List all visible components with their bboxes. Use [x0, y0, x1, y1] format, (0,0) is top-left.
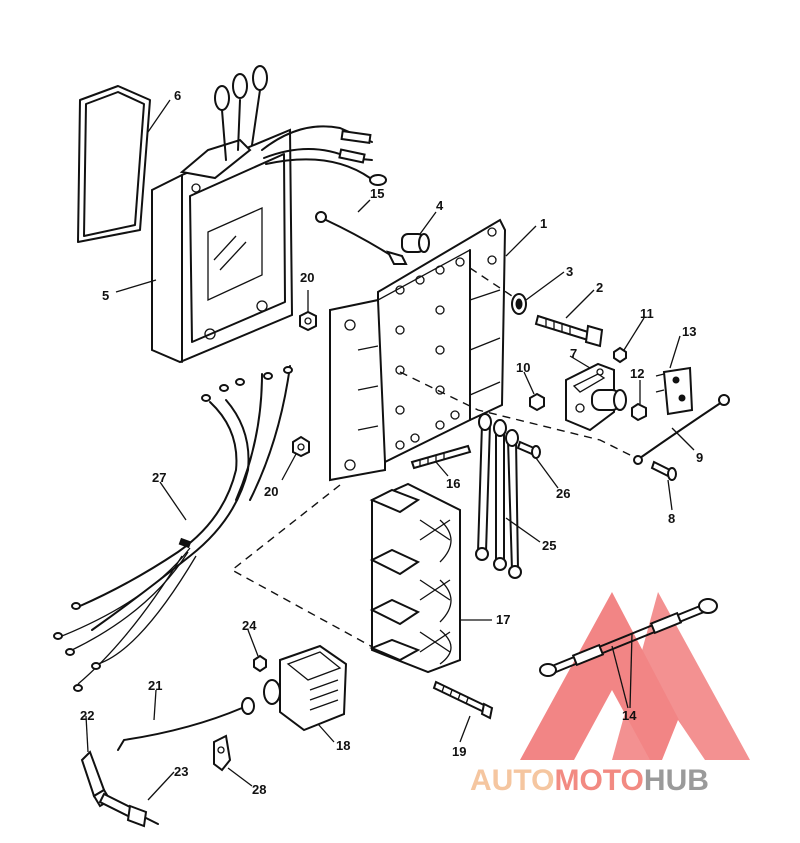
terminal-block-part	[655, 366, 694, 416]
callout-18: 18	[336, 738, 350, 753]
callout-9: 9	[696, 450, 703, 465]
ground-cables-part	[539, 598, 718, 677]
callout-13: 13	[682, 324, 696, 339]
wiring-harness-part	[53, 365, 293, 692]
callout-14: 14	[622, 708, 637, 723]
callout-22: 22	[80, 708, 94, 723]
spark-plug-lead-part	[117, 707, 243, 751]
nut-part-12	[631, 402, 647, 422]
cable-part	[633, 394, 730, 465]
nut-part-11	[613, 346, 627, 364]
harness-terminals	[53, 366, 293, 692]
callout-8: 8	[668, 511, 675, 526]
callout-24: 24	[242, 618, 257, 633]
clip-part	[213, 734, 232, 772]
callout-21: 21	[148, 678, 162, 693]
nut-part-24	[253, 654, 267, 673]
svg-text:AUTOMOTOHUB: AUTOMOTOHUB	[470, 764, 709, 797]
callout-3: 3	[566, 264, 573, 279]
screw-part-16	[410, 444, 472, 470]
callout-19: 19	[452, 744, 466, 759]
mounting-bracket-part	[329, 218, 507, 482]
callout-15: 15	[370, 186, 384, 201]
callout-16: 16	[446, 476, 460, 491]
washer-part	[511, 293, 527, 315]
callout-11: 11	[640, 306, 654, 321]
callout-7: 7	[570, 346, 577, 361]
callout-20-upper: 20	[300, 270, 314, 285]
spark-plug-part	[98, 792, 159, 828]
screw-part-26	[516, 440, 541, 459]
callout-4: 4	[436, 198, 444, 213]
solenoid-part	[565, 362, 627, 432]
nut-part-lower	[292, 435, 310, 458]
callout-6: 6	[174, 88, 181, 103]
screw-part-19	[432, 680, 494, 720]
ground-strap-part	[315, 211, 408, 265]
watermark-logo	[520, 592, 750, 760]
bolt-part	[534, 314, 604, 348]
coil-straps-part	[475, 413, 522, 579]
callout-23: 23	[174, 764, 188, 779]
callout-1: 1	[540, 216, 547, 231]
screw-part-8	[650, 460, 677, 481]
watermark-text: AUTOMOTOHUB	[470, 764, 709, 797]
callout-leaders	[85, 99, 695, 801]
callout-10: 10	[516, 360, 530, 375]
nut-part-10	[529, 392, 545, 412]
watermark-moto: MOTO	[554, 764, 643, 797]
ignition-coil-part	[241, 644, 348, 732]
callout-28: 28	[252, 782, 266, 797]
nut-part-upper	[299, 310, 317, 332]
callout-12: 12	[630, 366, 644, 381]
callout-27: 27	[152, 470, 166, 485]
gasket-part	[77, 85, 151, 243]
callout-2: 2	[596, 280, 603, 295]
callout-20-lower: 20	[264, 484, 278, 499]
callout-5: 5	[102, 288, 109, 303]
switch-box-part	[151, 65, 387, 364]
watermark-auto: AUTO	[470, 764, 554, 797]
watermark-hub: HUB	[644, 764, 709, 797]
callout-26: 26	[556, 486, 570, 501]
callout-17: 17	[496, 612, 510, 627]
bracket-holes	[344, 227, 497, 471]
bushing-part	[401, 233, 430, 253]
callout-labels: 1 2 3 4 5 6 7 8 9 10 11 12 13 14 15 16 1…	[80, 88, 703, 797]
coil-plate-part	[369, 482, 461, 674]
callout-25: 25	[542, 538, 556, 553]
